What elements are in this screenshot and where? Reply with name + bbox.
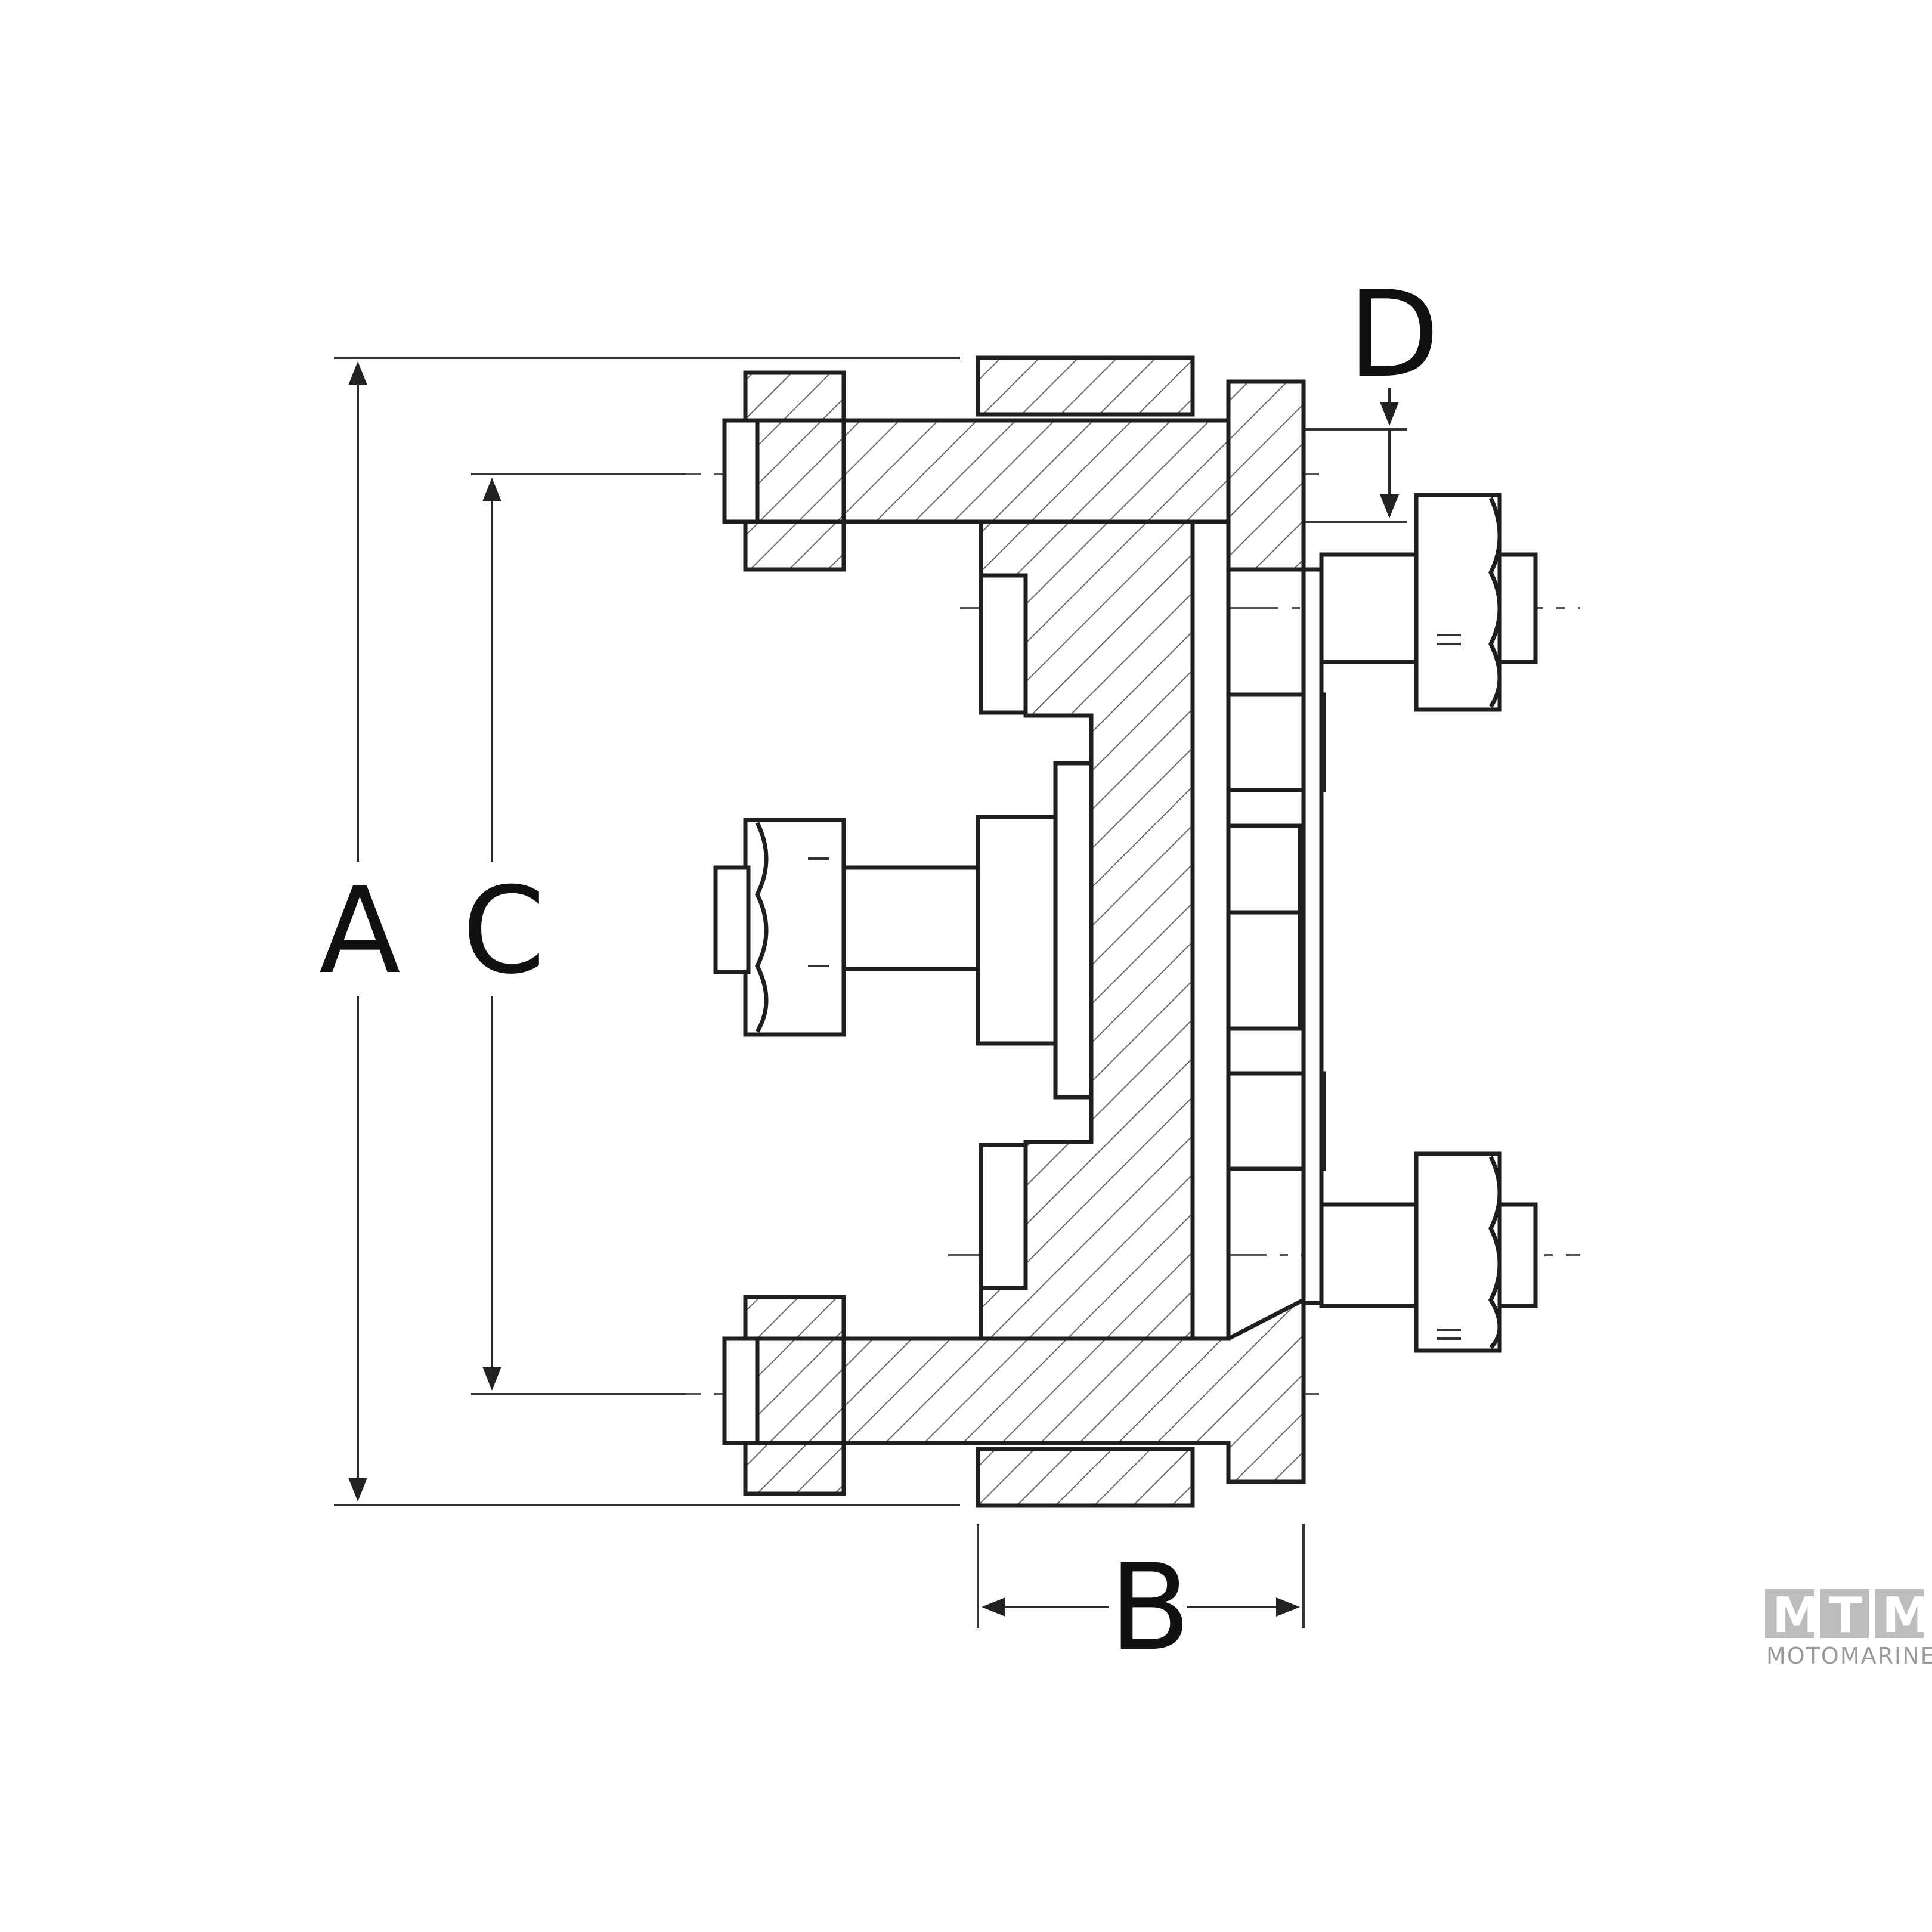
mtm-logo: M T M MOTOMARINE <box>1765 1587 1932 1669</box>
dimension-label-a: A <box>319 862 401 1001</box>
dimension-label-b: B <box>1109 1538 1191 1677</box>
logo-letter-3: M <box>1882 1587 1931 1644</box>
dimension-label-d: D <box>1348 265 1439 404</box>
right-spacers <box>1226 567 1326 1305</box>
middle-bolt <box>713 815 1058 1046</box>
right-top-bolt <box>1319 493 1538 712</box>
logo-subtitle: MOTOMARINE <box>1766 1643 1932 1669</box>
bottom-left-bolt-head <box>722 1295 846 1496</box>
right-middle-nut <box>1226 823 1302 1031</box>
top-left-bolt-head <box>722 370 846 572</box>
right-bottom-bolt <box>1319 1151 1538 1353</box>
inner-nuts <box>979 573 1028 1290</box>
dimension-label-c: C <box>462 862 546 1001</box>
dimension-lines <box>348 361 1399 1617</box>
extension-lines <box>334 357 1407 1628</box>
coupling-body <box>832 355 1306 1508</box>
logo-letter-1: M <box>1772 1587 1821 1644</box>
logo-letter-2: T <box>1829 1587 1862 1644</box>
